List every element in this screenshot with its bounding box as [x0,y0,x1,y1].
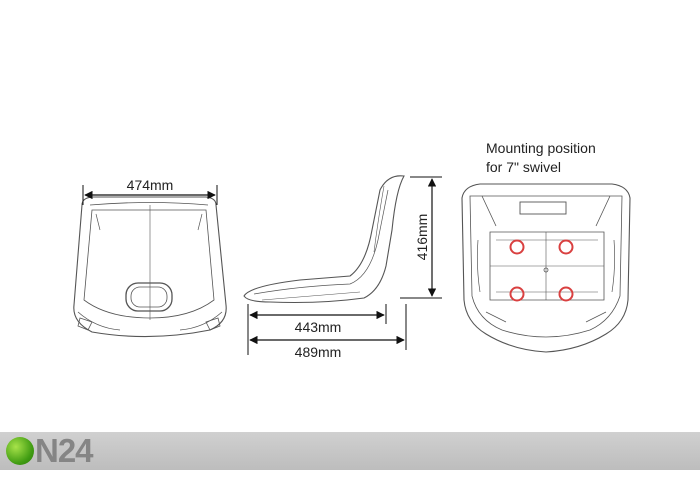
width-474-label: 474mm [127,177,174,193]
mounting-hole-marker [509,239,525,255]
width-474-dimension: 474mm [82,177,218,205]
logo-text: N24 [35,432,94,469]
on24-logo: N24 [6,432,94,469]
mounting-hole-marker [558,286,574,302]
depth-443-dimension: 443mm [247,304,387,355]
seat-dimension-diagram: 474mm 416mm 443mm 489mm Mounting positio… [73,140,631,360]
logo-o-icon [6,437,34,465]
mounting-hole-markers [509,239,574,302]
front-view-seat [73,196,227,338]
depth-443-label: 443mm [295,319,342,335]
mounting-hole-marker [558,239,574,255]
depth-489-label: 489mm [295,344,342,360]
footer-bar [0,432,700,470]
side-view-seat [243,175,405,304]
mounting-note-line1: Mounting position [486,140,596,156]
height-416-dimension: 416mm [400,176,442,299]
bottom-view-seat [461,183,631,353]
depth-489-dimension: 489mm [249,304,407,360]
mounting-hole-marker [509,286,525,302]
height-416-label: 416mm [414,214,430,261]
mounting-note-line2: for 7" swivel [486,159,561,175]
